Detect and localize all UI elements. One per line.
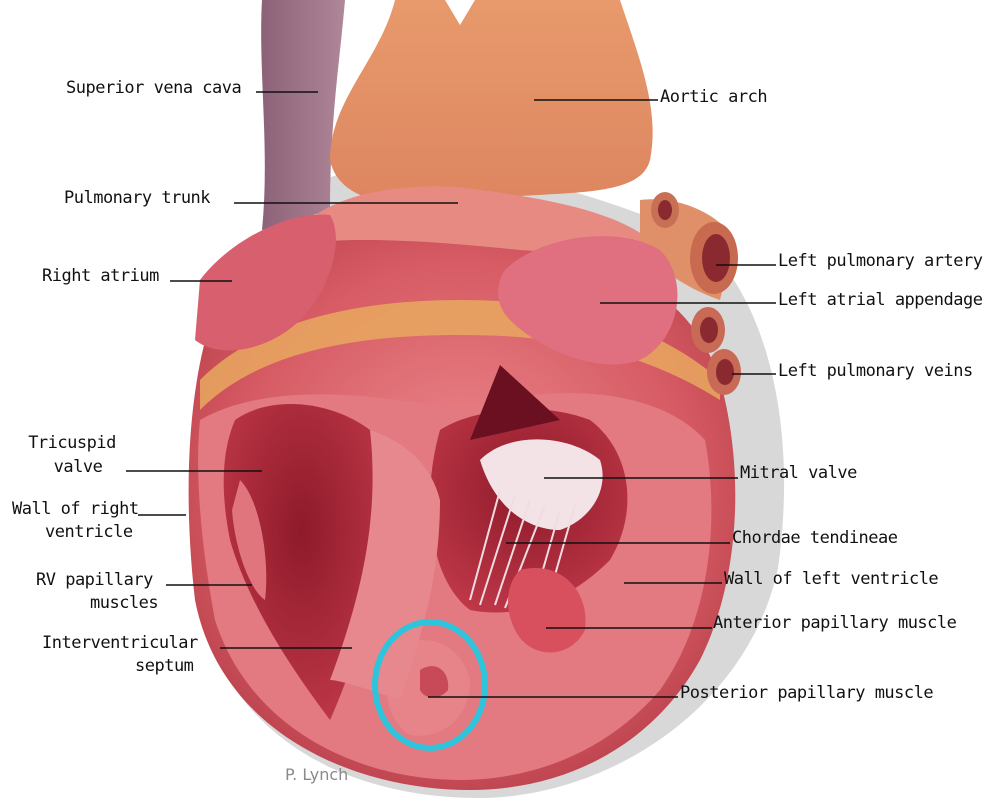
label-tricuspid-line2: valve (28, 457, 128, 477)
label-interventricular-line2: septum (135, 656, 193, 676)
label-tricuspid-line1: Tricuspid (22, 433, 122, 453)
label-left-pulmonary-veins: Left pulmonary veins (778, 361, 973, 381)
small-vessel-lumen (658, 200, 672, 220)
upper-pulmonary-vein-lumen (700, 317, 718, 343)
label-anterior-papillary: Anterior papillary muscle (713, 613, 956, 633)
artist-signature: P. Lynch (285, 765, 348, 784)
label-superior-vena-cava: Superior vena cava (66, 78, 241, 98)
label-rv-papillary-line1: RV papillary (36, 570, 153, 590)
label-rv-papillary-line2: muscles (90, 593, 158, 613)
left-pulmonary-artery-lumen (702, 234, 730, 282)
label-aortic-arch: Aortic arch (660, 87, 767, 107)
label-wall-right-line1: Wall of right (12, 499, 139, 519)
aortic-arch-shape (330, 0, 653, 205)
label-chordae-tendineae: Chordae tendineae (732, 528, 898, 548)
label-left-atrial-appendage: Left atrial appendage (778, 290, 982, 310)
label-left-pulmonary-artery: Left pulmonary artery (778, 251, 982, 271)
label-wall-left-ventricle: Wall of left ventricle (724, 569, 938, 589)
label-posterior-papillary: Posterior papillary muscle (680, 683, 933, 703)
label-interventricular-line1: Interventricular (42, 633, 198, 653)
label-right-atrium: Right atrium (42, 266, 159, 286)
label-pulmonary-trunk: Pulmonary trunk (64, 188, 210, 208)
label-mitral-valve: Mitral valve (740, 463, 857, 483)
label-wall-right-line2: ventricle (45, 522, 133, 542)
lower-pulmonary-vein-lumen (716, 359, 734, 385)
